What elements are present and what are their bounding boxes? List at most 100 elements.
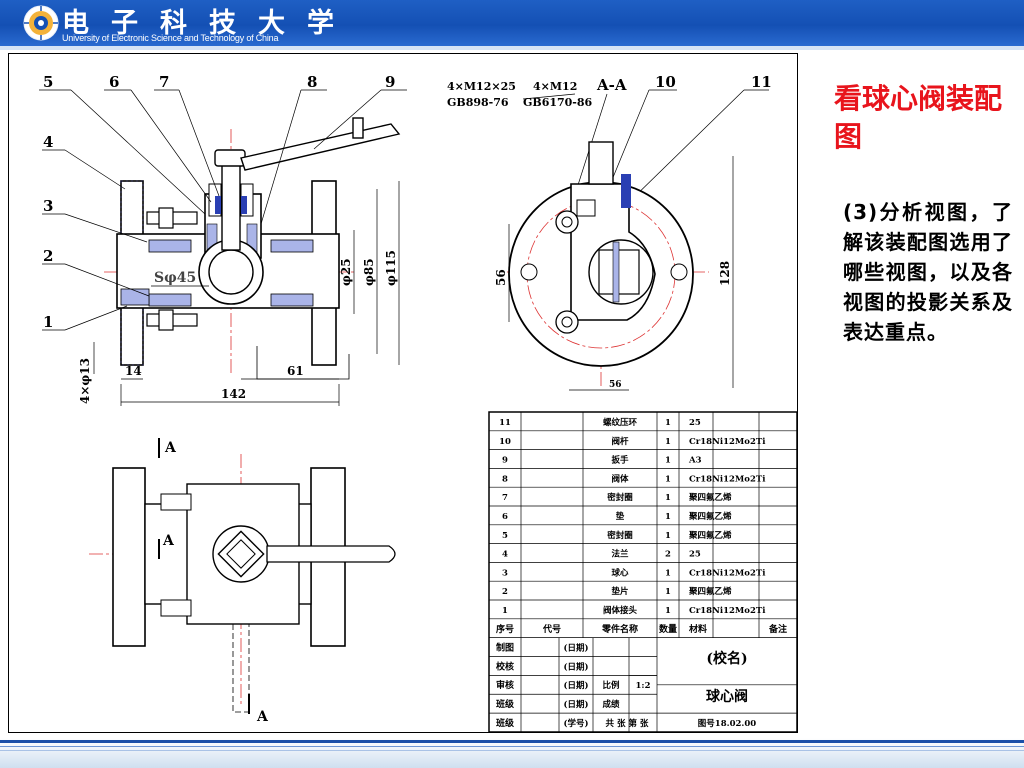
sign-row-label: 班级 <box>496 698 515 710</box>
table-cell: 25 <box>689 418 701 428</box>
slide-body-text: (3)分析视图，了解该装配图选用了哪些视图，以及各视图的投影关系及表达重点。 <box>843 200 1013 344</box>
table-cell: 密封圈 <box>606 492 633 503</box>
nut-standard-note: GB6170-86 <box>523 96 593 109</box>
table-cell: 垫 <box>616 511 625 522</box>
part-leader-lines <box>39 89 769 331</box>
scale-value: 1:2 <box>636 681 651 691</box>
table-cell: 扳手 <box>611 455 629 466</box>
bolt-spec-note: 4×M12×25 <box>447 80 516 93</box>
table-cell: 球心 <box>611 567 629 578</box>
sign-row-label: 校核 <box>496 660 514 672</box>
table-header: 代号 <box>542 623 561 635</box>
table-cell: 8 <box>502 474 508 484</box>
dimension-label: 56 <box>494 269 508 286</box>
header-banner: 电子科技大学 University of Electronic Science … <box>0 0 1024 46</box>
table-header: 零件名称 <box>601 623 638 635</box>
footer-decoration <box>0 738 1024 768</box>
table-cell: 1 <box>665 474 671 484</box>
table-cell: 阀体接头 <box>603 605 638 616</box>
sign-row-date: (日期) <box>563 699 588 710</box>
dimension-label: 142 <box>221 387 246 401</box>
dimension-label: 61 <box>287 364 304 378</box>
table-cell: 阀杆 <box>611 436 629 447</box>
sign-row-label: 审核 <box>496 679 514 691</box>
part-number-label: 9 <box>385 73 395 91</box>
table-cell: 9 <box>502 456 508 466</box>
table-cell: Cr18Ni12Mo2Ti <box>689 568 766 578</box>
table-cell: 25 <box>689 550 701 560</box>
table-cell: 1 <box>665 568 671 578</box>
table-cell: 10 <box>499 437 511 447</box>
section-mark: A <box>162 533 175 549</box>
table-cell: 1 <box>502 606 508 616</box>
dimension-label: 14 <box>125 364 142 378</box>
part-number-label: 10 <box>655 73 676 91</box>
scale-label: 比例 <box>602 680 620 691</box>
table-cell: 螺纹压环 <box>603 417 638 428</box>
dimension-label: 56 <box>609 380 622 390</box>
table-cell: 密封圈 <box>606 530 633 541</box>
sign-row-date: (日期) <box>563 642 588 653</box>
table-cell: 1 <box>665 531 671 541</box>
dimension-label: 128 <box>718 261 732 286</box>
table-cell: 2 <box>665 550 671 560</box>
table-cell: 1 <box>665 606 671 616</box>
header-divider <box>0 46 1024 50</box>
table-cell: 阀体 <box>611 473 629 484</box>
table-cell: A3 <box>688 456 702 466</box>
table-cell: Cr18Ni12Mo2Ti <box>689 606 766 616</box>
university-logo-icon <box>23 5 59 41</box>
table-cell: 2 <box>502 587 508 597</box>
table-cell: 4 <box>502 550 508 560</box>
section-mark: A <box>256 709 269 725</box>
nut-spec-note: 4×M12 <box>533 80 577 93</box>
table-header: 材料 <box>688 623 707 635</box>
sheet-count: 共 张 第 张 <box>606 718 649 729</box>
part-number-label: 4 <box>43 133 53 151</box>
table-cell: 1 <box>665 437 671 447</box>
slide-title: 看球心阀装配图 <box>834 82 1003 153</box>
part-number-label: 7 <box>159 73 169 91</box>
part-number-label: 6 <box>109 73 119 91</box>
table-header: 序号 <box>496 623 514 635</box>
table-cell: 聚四氟乙烯 <box>688 511 732 522</box>
main-section-view <box>104 117 401 380</box>
sign-row-label: 班级 <box>496 717 515 729</box>
table-cell: 1 <box>665 493 671 503</box>
table-cell: 6 <box>502 512 508 522</box>
table-cell: 3 <box>502 568 508 578</box>
table-cell: 聚四氟乙烯 <box>688 586 732 597</box>
table-cell: 1 <box>665 587 671 597</box>
table-cell: 5 <box>502 531 508 541</box>
table-cell: Cr18Ni12Mo2Ti <box>689 474 766 484</box>
dimension-label: φ115 <box>384 250 398 286</box>
part-number-label: 11 <box>751 73 772 91</box>
main-view-dimensions <box>93 181 400 406</box>
sign-row-label: 制图 <box>496 641 514 653</box>
university-name-cn: 电子科技大学 <box>62 8 356 39</box>
table-cell: 垫片 <box>611 586 628 597</box>
sign-row-date: (日期) <box>563 680 588 691</box>
sign-row-date: (日期) <box>563 661 588 672</box>
table-cell: 11 <box>499 418 511 428</box>
drawing-number: 图号18.02.00 <box>698 719 756 729</box>
sign-row-date: (学号) <box>563 718 588 729</box>
table-cell: 1 <box>665 512 671 522</box>
table-header: 数量 <box>659 623 677 635</box>
table-cell: Cr18Ni12Mo2Ti <box>689 437 766 447</box>
table-cell: 法兰 <box>611 549 629 560</box>
top-view <box>89 438 396 714</box>
bolt-standard-note: GB898-76 <box>447 96 509 109</box>
dimension-label: φ25 <box>339 258 353 286</box>
dimension-label: 4×φ13 <box>78 358 92 404</box>
part-name: 球心阀 <box>706 688 748 705</box>
part-number-label: 2 <box>43 247 53 265</box>
dimension-label: Sφ45 <box>154 270 196 286</box>
section-a-a-view <box>507 141 709 389</box>
grade-label: 成绩 <box>602 699 620 710</box>
table-cell: 1 <box>665 418 671 428</box>
section-view-dimensions <box>508 156 734 391</box>
section-label: A-A <box>596 76 627 94</box>
